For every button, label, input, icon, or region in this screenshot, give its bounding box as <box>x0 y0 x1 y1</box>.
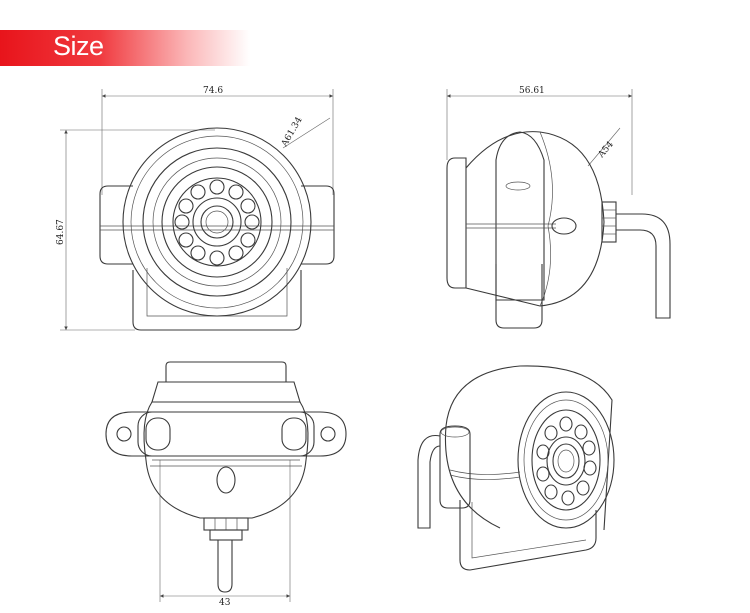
front-view: 74.6 64.67 A61.34 <box>56 86 335 331</box>
side-width-label: 56.61 <box>519 86 545 96</box>
top-view: 43 <box>105 361 347 608</box>
side-view: 56.61 A54 <box>446 86 671 329</box>
header-banner <box>0 30 250 66</box>
lens <box>192 197 242 247</box>
page-title: Size <box>53 31 104 61</box>
side-radius-label: A54 <box>596 140 616 161</box>
perspective-view <box>417 365 615 571</box>
ir-led-ring <box>174 179 260 266</box>
perspective-led-ring <box>536 416 597 506</box>
top-width-label: 43 <box>219 598 231 608</box>
front-height-label: 64.67 <box>56 219 66 245</box>
front-radius-label: A61.34 <box>279 115 304 149</box>
front-width-label: 74.6 <box>203 86 223 96</box>
perspective-lens <box>546 436 586 486</box>
